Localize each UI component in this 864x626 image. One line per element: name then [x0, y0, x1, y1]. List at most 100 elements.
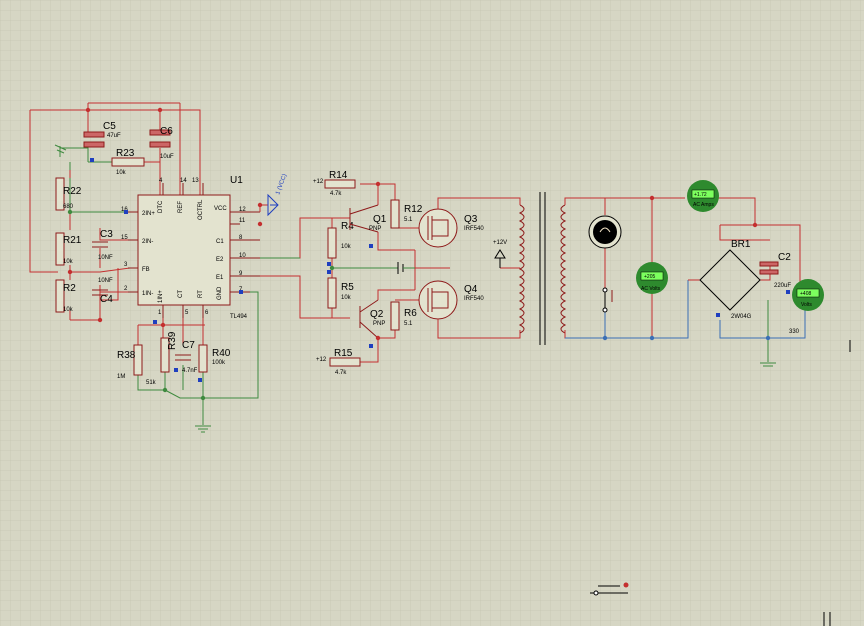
resistor-r2[interactable]: R2 10k — [55, 279, 76, 313]
voltmeter-dc-reading: +408 — [800, 291, 811, 297]
edge-fragment-right — [823, 340, 851, 626]
bridge-part: 2W04G — [731, 314, 752, 320]
q4-ref: Q4 — [464, 284, 478, 295]
q1-ref: Q1 — [373, 214, 387, 225]
q1-type: PNP — [369, 226, 381, 232]
timing-wires — [137, 291, 259, 399]
push-button[interactable] — [590, 582, 629, 596]
r6-ref: R6 — [404, 308, 417, 319]
c4-ref: C4 — [100, 294, 113, 305]
r14-value: 4.7k — [330, 191, 342, 197]
pin-name-gnd: GND — [217, 286, 223, 300]
resistor-r39[interactable]: R39 51k — [146, 331, 178, 386]
voltmeter-dc[interactable]: +408 Volts — [792, 279, 824, 311]
r4-ref: R4 — [341, 221, 354, 232]
load-label: 330 — [789, 329, 800, 335]
pin-num-14: 14 — [180, 178, 187, 184]
pin-num-3: 3 — [124, 262, 128, 268]
capacitor-c7[interactable]: C7 4.7nF — [175, 340, 198, 374]
pin-num-15: 15 — [121, 235, 128, 241]
r5-value: 10k — [341, 295, 352, 301]
resistor-r5[interactable]: R5 10k — [327, 277, 354, 309]
pin-name-e2: E2 — [216, 257, 224, 263]
pin-num-6: 6 — [205, 310, 209, 316]
q3-part: IRF540 — [464, 226, 484, 232]
resistor-r4[interactable]: R4 10k — [327, 221, 354, 259]
c2-value: 220uF — [774, 283, 791, 289]
voltmeter-ac[interactable]: +205 AC Volts — [636, 262, 668, 294]
r14-ref: R14 — [329, 170, 348, 181]
resistor-r14[interactable]: R14 4.7k +12 — [313, 170, 356, 197]
r2-ref: R2 — [63, 283, 76, 294]
capacitor-c4[interactable]: C4 10NF — [92, 278, 113, 305]
junction-dots — [67, 107, 771, 401]
bridge-rectifier[interactable]: BR1 2W04G — [699, 239, 761, 320]
lamp-symbol[interactable] — [588, 215, 622, 249]
ic-ref: U1 — [230, 175, 243, 186]
switch-symbol[interactable] — [602, 287, 613, 313]
ground-symbol-left — [54, 144, 67, 157]
mosfet-q3[interactable]: Q3 IRF540 — [418, 208, 484, 248]
ammeter-reading: +1.72 — [694, 192, 707, 198]
resistor-r38[interactable]: R38 1M — [117, 344, 143, 380]
resistor-r6[interactable]: R6 5.1 — [390, 301, 417, 331]
tl494-ic[interactable]: U1 TL494 4 14 13 DTC REF OCTRL 16 15 3 2… — [121, 175, 260, 320]
pin-name-1in-plus: 1IN+ — [158, 290, 164, 303]
pin-name-2in-plus: 2IN+ — [142, 211, 155, 217]
pin-name-fb: FB — [142, 267, 150, 273]
capacitor-c6[interactable]: C6 10uF — [149, 126, 174, 160]
c6-value: 10uF — [160, 154, 174, 160]
pin-name-c1: C1 — [216, 239, 224, 245]
capacitor-c2[interactable]: C2 220uF — [759, 252, 791, 289]
capacitor-c3[interactable]: C3 10NF — [92, 229, 113, 261]
pin-num-1: 1 — [158, 310, 162, 316]
pin-num-8: 8 — [239, 235, 243, 241]
ammeter-unit: AC Amps — [693, 202, 714, 208]
q4-part: IRF540 — [464, 296, 484, 302]
resistor-r22[interactable]: R22 680 — [55, 177, 82, 211]
c5-ref: C5 — [103, 121, 116, 132]
transformer-supply: +12V — [493, 240, 507, 246]
r39-value: 51k — [146, 380, 157, 386]
c5-value: 47uF — [107, 133, 121, 139]
r4-value: 10k — [341, 244, 352, 250]
pin-name-rt: RT — [198, 290, 204, 298]
resistor-r21[interactable]: R21 10k — [55, 232, 82, 266]
probe-markers — [90, 158, 790, 382]
r22-ref: R22 — [63, 186, 82, 197]
resistor-r12[interactable]: R12 5.1 — [390, 199, 423, 229]
r21-value: 10k — [63, 259, 74, 265]
pin-num-9: 9 — [239, 271, 243, 277]
q3-ref: Q3 — [464, 214, 478, 225]
voltmeter-dc-unit: Volts — [801, 302, 812, 308]
voltmeter-ac-unit: AC Volts — [641, 286, 661, 292]
capacitor-c5[interactable]: C5 47uF — [83, 121, 121, 148]
transistor-q1[interactable]: Q1 PNP — [349, 204, 387, 233]
c6-ref: C6 — [160, 126, 173, 137]
r21-ref: R21 — [63, 235, 82, 246]
ammeter[interactable]: +1.72 AC Amps — [687, 180, 719, 212]
r15-supply: +12 — [316, 357, 327, 363]
pin-name-octrl: OCTRL — [198, 199, 204, 220]
r6-value: 5.1 — [404, 321, 413, 327]
transformer[interactable]: +12V — [437, 192, 605, 345]
c3-ref: C3 — [100, 229, 113, 240]
resistor-r40[interactable]: R40 100k — [198, 344, 231, 373]
pin-num-5: 5 — [185, 310, 189, 316]
mosfet-q4[interactable]: Q4 IRF540 — [418, 280, 484, 320]
pin-num-2: 2 — [124, 286, 128, 292]
resistor-r23[interactable]: R23 10k — [111, 148, 145, 176]
pin-num-10: 10 — [239, 253, 246, 259]
pin-name-ref: REF — [178, 201, 184, 213]
r5-ref: R5 — [341, 282, 354, 293]
driver-wires — [260, 183, 450, 363]
resistor-r15[interactable]: R15 4.7k +12 — [316, 348, 361, 376]
r15-value: 4.7k — [335, 370, 347, 376]
pin-num-11b: 11 — [239, 218, 246, 224]
pin-name-1in-minus: 1IN- — [142, 291, 153, 297]
r12-value: 5.1 — [404, 217, 413, 223]
r2-value: 10k — [63, 307, 74, 313]
transistor-q2[interactable]: Q2 PNP — [359, 299, 385, 339]
ground-symbol-bottom — [195, 398, 211, 433]
